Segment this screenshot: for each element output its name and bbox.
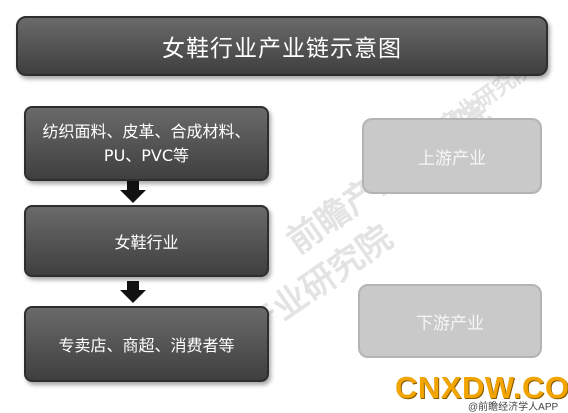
diagram-title: 女鞋行业产业链示意图 xyxy=(16,16,548,76)
industry-label: 女鞋行业 xyxy=(114,233,179,252)
raw-materials-line-2: PU、PVC等 xyxy=(103,145,190,165)
upstream-industry-box: 上游产业 xyxy=(362,118,542,194)
down-arrow-icon xyxy=(120,181,146,203)
downstream-industry-box: 下游产业 xyxy=(358,284,542,358)
source-credit: @前瞻经济学人APP xyxy=(468,402,559,413)
womens-shoe-industry-box: 女鞋行业 xyxy=(24,205,269,277)
downstream-label: 下游产业 xyxy=(416,313,484,334)
retail-label: 专卖店、商超、消费者等 xyxy=(58,336,235,355)
down-arrow-icon xyxy=(120,281,146,303)
upstream-label: 上游产业 xyxy=(418,148,486,169)
raw-materials-line-1: 纺织面料、皮革、合成材料、 xyxy=(42,121,251,141)
site-logo: CNXDW.COM xyxy=(395,370,568,405)
retail-consumers-box: 专卖店、商超、消费者等 xyxy=(24,306,269,382)
diagram-title-text: 女鞋行业产业链示意图 xyxy=(162,36,402,62)
raw-materials-box: 纺织面料、皮革、合成材料、 PU、PVC等 xyxy=(24,106,269,181)
